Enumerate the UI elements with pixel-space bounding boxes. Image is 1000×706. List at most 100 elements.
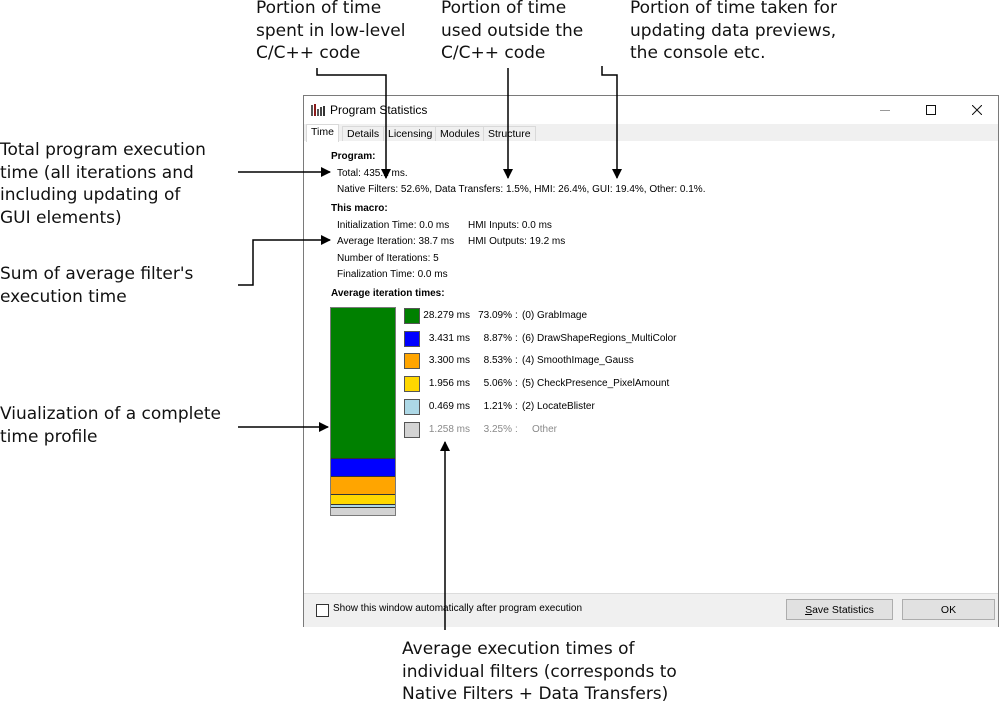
annotation-line: Portion of time taken for: [630, 0, 837, 18]
average-iteration-heading: Average iteration times:: [331, 288, 445, 299]
legend-filter-name: (5) CheckPresence_PixelAmount: [522, 378, 670, 390]
stacked-bar-segment: [331, 459, 395, 477]
annotation-line: individual filters (corresponds to: [402, 661, 677, 682]
legend-swatch: [404, 398, 420, 415]
legend-swatch: [404, 330, 420, 347]
minimize-icon: [880, 110, 890, 111]
program-statistics-window: Program Statistics Time Details Licensin…: [303, 95, 999, 627]
annotation-line: Native Filters + Data Transfers): [402, 684, 669, 704]
annotation-line: time profile: [0, 426, 98, 447]
legend-filter-name: Other: [532, 423, 558, 435]
maximize-icon: [926, 105, 936, 115]
annotation-line: C/C++ code: [441, 43, 546, 63]
maximize-button[interactable]: [908, 96, 954, 124]
tab-licensing[interactable]: Licensing: [383, 126, 438, 141]
annotation-line: C/C++ code: [256, 43, 361, 63]
auto-show-checkbox-label[interactable]: Show this window automatically after pro…: [333, 603, 583, 614]
annotation-line: Sum of average filter's: [0, 264, 194, 284]
legend-filter-name: (2) LocateBlister: [522, 400, 595, 412]
close-icon: [972, 105, 982, 115]
legend-percent: 1.21%: [483, 400, 512, 412]
annotation-line: Average execution times of: [402, 639, 635, 659]
tab-details[interactable]: Details: [342, 126, 385, 141]
time-profile-stacked-bar: [330, 307, 396, 516]
dialog-footer: Show this window automatically after pro…: [304, 593, 998, 627]
tab-structure[interactable]: Structure: [483, 126, 536, 141]
legend-separator: :: [515, 355, 518, 367]
stacked-bar-segment: [331, 505, 395, 508]
annotation-line: GUI elements): [0, 207, 122, 228]
annotation-line: Viualization of a complete: [0, 404, 221, 424]
stacked-bar-segment: [331, 495, 395, 505]
number-of-iterations: Number of Iterations: 5: [337, 253, 439, 264]
legend-time: 1.956 ms: [428, 378, 470, 390]
legend-filter-name: (4) SmoothImage_Gauss: [522, 355, 634, 367]
legend-filter-name: (6) DrawShapeRegions_MultiColor: [522, 332, 677, 344]
annotation-line: the console etc.: [630, 43, 766, 63]
arrow-native-filters: [316, 65, 386, 74]
annotation-line: execution time: [0, 286, 127, 307]
annotation-line: spent in low-level: [256, 20, 406, 41]
tab-bar: Time Details Licensing Modules Structure: [304, 124, 998, 142]
annotation-line: time (all iterations and: [0, 162, 194, 183]
legend-percent: 5.06%: [483, 378, 512, 390]
legend-time: 28.279 ms: [423, 310, 470, 321]
legend-filter-name: (0) GrabImage: [522, 310, 588, 321]
annotation-gui: Portion of time taken for updating data …: [630, 0, 837, 65]
finalization-time: Finalization Time: 0.0 ms: [337, 269, 448, 280]
legend-swatch: [404, 308, 420, 324]
tab-time[interactable]: Time: [306, 124, 339, 142]
annotation-line: used outside the: [441, 20, 584, 41]
average-iteration: Average Iteration: 38.7 ms: [337, 236, 455, 247]
stacked-bar-segment: [331, 308, 395, 459]
annotation-line: including updating of: [0, 185, 181, 205]
tab-modules[interactable]: Modules: [435, 126, 485, 141]
legend-separator: :: [515, 332, 518, 344]
program-total: Total: 435.1 ms.: [337, 168, 408, 179]
program-heading: Program:: [331, 151, 376, 162]
legend-swatch: [404, 421, 420, 438]
legend-swatch: [404, 353, 420, 370]
legend-time: 0.469 ms: [428, 400, 470, 412]
bar-chart-icon: [311, 104, 325, 116]
ok-button[interactable]: OK: [902, 599, 995, 620]
annotation-data-transfers: Portion of time used outside the C/C++ c…: [441, 0, 583, 65]
legend-percent: 8.87%: [483, 332, 512, 344]
legend-percent: 3.25%: [483, 423, 512, 435]
hmi-inputs: HMI Inputs: 0.0 ms: [468, 220, 552, 231]
legend-time: 1.258 ms: [428, 423, 470, 435]
minimize-button[interactable]: [862, 96, 908, 124]
legend-percent: 73.09%: [478, 310, 512, 321]
annotation-visualization: Viualization of a complete time profile: [0, 403, 221, 448]
macro-heading: This macro:: [331, 203, 388, 214]
annotation-line: Portion of time: [256, 0, 382, 18]
legend-time: 3.431 ms: [428, 332, 470, 344]
legend-separator: :: [515, 310, 518, 321]
legend-percent: 8.53%: [483, 355, 512, 367]
hmi-outputs: HMI Outputs: 19.2 ms: [468, 236, 566, 247]
auto-show-checkbox[interactable]: [316, 604, 329, 617]
annotation-native-filters: Portion of time spent in low-level C/C++…: [256, 0, 405, 65]
annotation-line: Portion of time: [441, 0, 567, 18]
stacked-bar-segment: [331, 508, 395, 515]
legend-swatch: [404, 376, 420, 393]
annotation-sum-filters: Sum of average filter's execution time: [0, 263, 193, 308]
time-tab-panel: Program: Total: 435.1 ms. Native Filters…: [304, 141, 998, 593]
save-label: ave Statistics: [812, 603, 874, 616]
program-breakdown: Native Filters: 52.6%, Data Transfers: 1…: [337, 184, 706, 195]
legend-separator: :: [515, 400, 518, 412]
annotation-total-time: Total program execution time (all iterat…: [0, 139, 206, 229]
initialization-time: Initialization Time: 0.0 ms: [337, 220, 450, 231]
save-accelerator: S: [805, 603, 813, 616]
annotation-line: Total program execution: [0, 140, 206, 160]
close-button[interactable]: [954, 96, 1000, 124]
legend-time: 3.300 ms: [428, 355, 470, 367]
annotation-average-filters: Average execution times of individual fi…: [402, 638, 677, 706]
legend-separator: :: [515, 423, 518, 435]
legend-separator: :: [515, 378, 518, 390]
window-title: Program Statistics: [330, 103, 428, 117]
title-bar[interactable]: Program Statistics: [304, 96, 998, 124]
annotation-line: updating data previews,: [630, 20, 837, 41]
stacked-bar-segment: [331, 477, 395, 495]
